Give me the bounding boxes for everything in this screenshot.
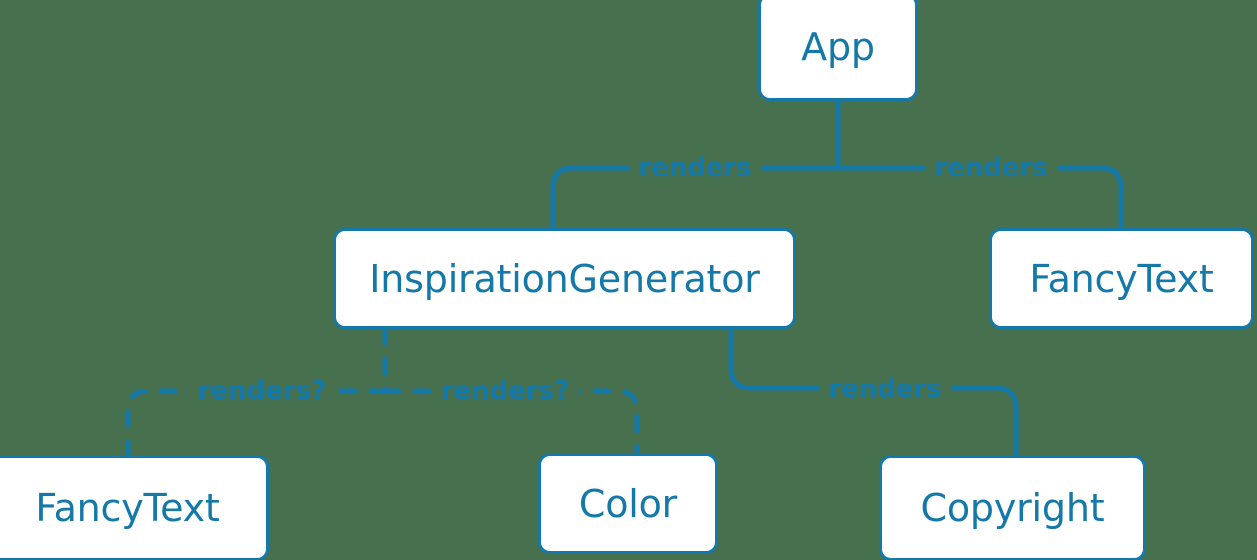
node-app[interactable]: App [758,0,918,101]
node-copyright[interactable]: Copyright [879,455,1146,560]
edge-label-inspirationgenerator-copyright: renders [819,374,951,404]
node-label: FancyText [1029,256,1214,301]
edge-label-app-fancytext: renders [925,153,1057,183]
node-inspirationgenerator[interactable]: InspirationGenerator [333,228,796,329]
edge-label-inspirationgenerator-color: renders? [431,376,579,406]
node-label: Copyright [920,486,1105,530]
edge-label-inspirationgenerator-fancytext: renders? [188,376,336,406]
node-label: App [801,25,875,69]
node-label: Color [578,481,678,526]
edge-inspirationgenerator-to-fancytext [125,388,388,458]
node-label: FancyText [35,486,220,530]
edge-app-to-inspirationgenerator [550,165,841,231]
node-fancytext-bottom[interactable]: FancyText [0,455,269,560]
node-color[interactable]: Color [538,453,718,554]
node-fancytext-top[interactable]: FancyText [989,228,1254,329]
edge-app-to-fancytext [835,165,1124,231]
node-label: InspirationGenerator [369,256,760,301]
edge-inspirationgenerator-to-color [382,388,640,456]
edge-label-app-inspirationgenerator: renders [629,153,761,183]
